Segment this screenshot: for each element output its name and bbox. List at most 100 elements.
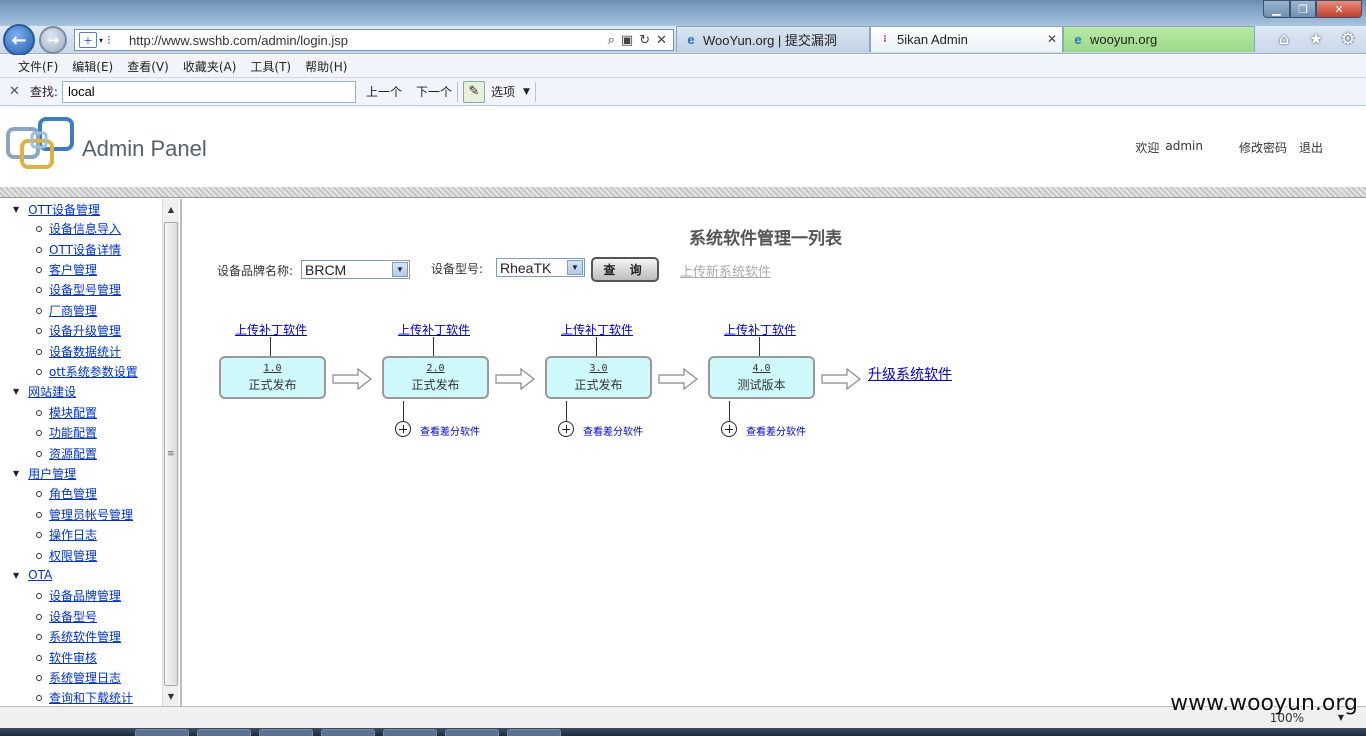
logout-link[interactable]: 退出 [1298,141,1323,155]
sidebar-item-vendor[interactable]: 厂商管理 [36,302,97,319]
sidebar-item-device-stats[interactable]: 设备数据统计 [36,343,121,360]
sidebar-item-label[interactable]: 客户管理 [49,263,98,277]
sidebar-item-operation-log[interactable]: 操作日志 [36,526,97,543]
sidebar-item-label[interactable]: 角色管理 [49,487,98,501]
sidebar-group-website[interactable]: ▼网站建设 [13,383,76,400]
scrollbar-thumb[interactable] [164,222,178,686]
model-select[interactable]: RheaTK ▼ [496,258,585,277]
sidebar-group-users[interactable]: ▼ 用户管理 [13,465,76,482]
address-bar[interactable]: + ▾ ⁝ http://www.swshb.com/admin/login.j… [74,29,674,51]
sidebar-item-label[interactable]: 操作日志 [49,528,98,542]
address-url[interactable]: http://www.swshb.com/admin/login.jsp [129,32,348,48]
expand-triangle-icon[interactable]: ▼ [13,205,20,214]
expand-plus-icon[interactable] [558,421,574,437]
sidebar-item-resource-config[interactable]: 资源配置 [36,445,97,462]
sidebar-group-label[interactable]: 用户管理 [28,467,77,481]
sidebar-item-label[interactable]: ott系统参数设置 [49,365,138,379]
sidebar-item-label[interactable]: 管理员帐号管理 [49,508,134,522]
sidebar-item-label[interactable]: 模块配置 [49,406,98,420]
sidebar-item-label[interactable]: 设备型号 [49,610,98,624]
sidebar-item-model[interactable]: 设备型号 [36,608,97,625]
chevron-down-icon[interactable]: ▼ [523,86,530,97]
sidebar-item-customer[interactable]: 客户管理 [36,261,97,278]
view-diff-software-link[interactable]: 查看差分软件 [746,427,806,438]
upload-patch-link[interactable]: 上传补丁软件 [724,323,797,337]
version-number-link[interactable]: 3.0 [589,362,608,374]
taskbar-button[interactable] [383,729,437,736]
chevron-down-icon[interactable]: ▾ [99,35,104,45]
change-password-link[interactable]: 修改密码 [1238,141,1287,155]
sidebar-item-software-review[interactable]: 软件审核 [36,649,97,666]
sidebar-item-ott-device-detail[interactable]: OTT设备详情 [36,241,121,258]
menu-tools[interactable]: 工具(T) [250,59,292,74]
sidebar-scrollbar[interactable]: ▲ ≡ ▼ [162,199,179,706]
minimize-button[interactable]: ▁ [1263,0,1290,18]
back-button[interactable]: ← [3,24,35,56]
sidebar-item-label[interactable]: 功能配置 [49,426,98,440]
taskbar-button[interactable] [507,729,561,736]
view-diff-software-link[interactable]: 查看差分软件 [420,427,480,438]
sidebar-item-label[interactable]: 厂商管理 [49,304,98,318]
home-icon[interactable]: ⌂ [1278,29,1290,48]
find-input[interactable] [61,80,356,103]
favorites-star-icon[interactable]: ★ [1308,29,1324,48]
find-options-button[interactable]: 选项 [490,85,515,99]
sidebar-item-label[interactable]: 查询和下载统计 [49,691,134,705]
add-favorite-icon[interactable]: + [79,32,97,48]
forward-button[interactable]: → [39,26,67,54]
search-icon[interactable]: ⌕ [607,32,615,48]
maximize-button[interactable]: ❐ [1290,0,1316,18]
upgrade-system-software-link[interactable]: 升级系统软件 [868,367,952,383]
taskbar-button[interactable] [445,729,499,736]
version-number-link[interactable]: 4.0 [752,362,771,374]
zoom-level[interactable]: 100% [1269,711,1304,725]
find-next-button[interactable]: 下一个 [415,85,452,99]
tab-wooyun-submit[interactable]: e WooYun.org | 提交漏洞 [676,26,870,52]
upload-patch-link[interactable]: 上传补丁软件 [561,323,634,337]
sidebar-group-ott[interactable]: ▼OTT设备管理 [13,201,100,218]
find-previous-button[interactable]: 上一个 [365,85,402,99]
sidebar-item-label[interactable]: OTT设备详情 [49,243,121,257]
sidebar-item-label[interactable]: 资源配置 [49,447,98,461]
query-button[interactable]: 查 询 [591,257,659,282]
sidebar-item-label[interactable]: 设备升级管理 [49,324,122,338]
expand-plus-icon[interactable] [721,421,737,437]
scroll-up-icon[interactable]: ▲ [167,204,175,214]
sidebar-item-system-software[interactable]: 系统软件管理 [36,628,121,645]
taskbar-button[interactable] [259,729,313,736]
sidebar-item-label[interactable]: 系统管理日志 [49,671,122,685]
sidebar-item-ott-settings[interactable]: ott系统参数设置 [36,363,138,380]
taskbar-button[interactable] [197,729,251,736]
scroll-down-icon[interactable]: ▼ [167,691,175,701]
expand-triangle-icon[interactable]: ▼ [13,570,20,580]
view-diff-software-link[interactable]: 查看差分软件 [583,427,643,438]
sidebar-item-label[interactable]: 设备信息导入 [49,222,122,236]
sidebar-item-brand[interactable]: 设备品牌管理 [36,587,121,604]
tab-wooyun-org[interactable]: e wooyun.org [1063,26,1255,52]
expand-plus-icon[interactable] [395,421,411,437]
menu-help[interactable]: 帮助(H) [305,59,348,74]
sidebar-group-ota[interactable]: ▼OTA [13,568,52,582]
version-number-link[interactable]: 2.0 [426,362,445,374]
menu-view[interactable]: 查看(V) [127,59,169,74]
sidebar-item-label[interactable]: 设备品牌管理 [49,589,122,603]
sidebar-item-label[interactable]: 设备数据统计 [49,345,122,359]
upload-patch-link[interactable]: 上传补丁软件 [235,323,308,337]
close-icon[interactable]: ✕ [9,84,20,99]
sidebar-item-roles[interactable]: 角色管理 [36,485,97,502]
taskbar-button[interactable] [321,729,375,736]
sidebar-item-device-model[interactable]: 设备型号管理 [36,281,121,298]
sidebar-item-query-download-stats[interactable]: 查询和下载统计 [36,689,133,706]
sidebar-item-system-log[interactable]: 系统管理日志 [36,669,121,686]
sidebar-item-device-upgrade[interactable]: 设备升级管理 [36,322,121,339]
close-window-button[interactable]: ✕ [1316,0,1362,18]
chevron-down-icon[interactable]: ▼ [1337,713,1344,722]
tab-close-icon[interactable]: ✕ [1046,32,1057,46]
sidebar-item-module-config[interactable]: 模块配置 [36,404,97,421]
expand-triangle-icon[interactable]: ▼ [13,469,20,478]
sidebar-item-label[interactable]: 软件审核 [49,651,98,665]
brand-select[interactable]: BRCM ▼ [301,260,410,279]
sidebar-item-label[interactable]: 设备型号管理 [49,283,122,297]
menu-edit[interactable]: 编辑(E) [72,59,114,74]
sidebar-group-label[interactable]: 网站建设 [28,385,77,399]
